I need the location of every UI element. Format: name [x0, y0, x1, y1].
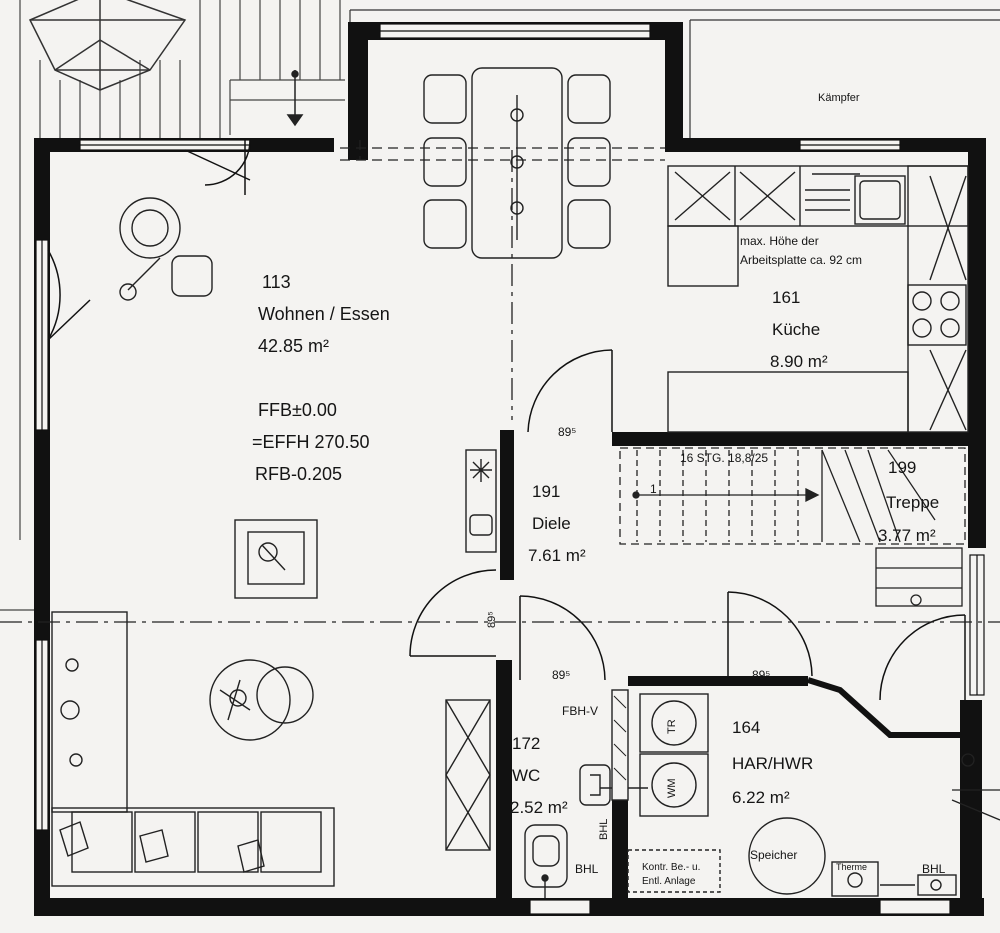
note-fbh-v: FBH-V [562, 704, 598, 718]
room-wohnen-name: Wohnen / Essen [258, 304, 390, 324]
right-exterior-fixtures [951, 753, 1000, 821]
note-kontr-line2: Entl. Anlage [642, 876, 696, 887]
label-wm: WM [666, 778, 678, 798]
room-treppe-name: Treppe [886, 493, 940, 512]
staircase [619, 447, 966, 607]
sofa [51, 611, 335, 887]
level-effh: =EFFH 270.50 [252, 432, 370, 452]
hwr-angled-wall [807, 677, 960, 738]
room-kueche-number: 161 [772, 288, 801, 307]
dining-table [423, 67, 611, 259]
note-worktop-line1: max. Höhe der [740, 234, 819, 248]
note-worktop-line2: Arbeitsplatte ca. 92 cm [740, 253, 863, 267]
level-rfb: RFB-0.205 [255, 464, 343, 484]
note-stair-start: 1 [650, 482, 657, 496]
coffee-table [209, 659, 314, 741]
room-kueche-name: Küche [772, 320, 821, 339]
room-har-area: 6.22 m² [732, 788, 790, 807]
room-wc-number: 172 [512, 734, 541, 753]
room-wohnen-number: 113 [262, 272, 291, 292]
label-therme: Therme [836, 862, 868, 872]
note-bhl-wc: BHL [575, 862, 599, 876]
axis-lines [0, 150, 1000, 623]
note-door-har: 89⁵ [752, 668, 771, 682]
label-tr: TR [666, 719, 678, 734]
hwr-appliances [627, 693, 957, 897]
level-ffb: FFB±0.00 [258, 400, 337, 420]
note-bhl-right: BHL [922, 862, 946, 876]
note-kaempfer: Kämpfer [818, 92, 860, 104]
room-har-number: 164 [732, 718, 761, 737]
room-treppe-number: 199 [888, 458, 917, 477]
window-mullions [41, 30, 978, 830]
wc-fixtures [524, 689, 648, 898]
kitchen-counters [667, 165, 969, 433]
note-kontr-line1: Kontr. Be.- u. [642, 862, 701, 873]
room-treppe-area: 3.77 m² [878, 526, 936, 545]
entrance-arrow [286, 70, 304, 127]
note-bhl-wc-side: BHL [598, 818, 610, 840]
label-speicher: Speicher [750, 848, 798, 862]
room-diele-name: Diele [532, 514, 571, 533]
armchair-group [119, 197, 318, 599]
room-diele-number: 191 [532, 482, 561, 501]
parasol [28, 0, 187, 91]
room-wc-name: WC [512, 766, 541, 785]
upper-right-outline [349, 9, 1000, 140]
note-door-diele: 89⁵ [558, 425, 577, 439]
note-door-wc: 89⁵ [552, 668, 571, 682]
note-stairs: 16 STG. 18,8/25 [680, 451, 769, 465]
room-wohnen-area: 42.85 m² [258, 336, 330, 356]
room-kueche-area: 8.90 m² [770, 352, 828, 371]
room-har-name: HAR/HWR [732, 754, 814, 773]
note-door-side: 89⁵ [486, 611, 498, 628]
doors [47, 139, 966, 701]
wardrobe [445, 449, 497, 851]
room-wc-area: 2.52 m² [510, 798, 568, 817]
dashed-lines [340, 140, 665, 161]
room-diele-area: 7.61 m² [528, 546, 586, 565]
